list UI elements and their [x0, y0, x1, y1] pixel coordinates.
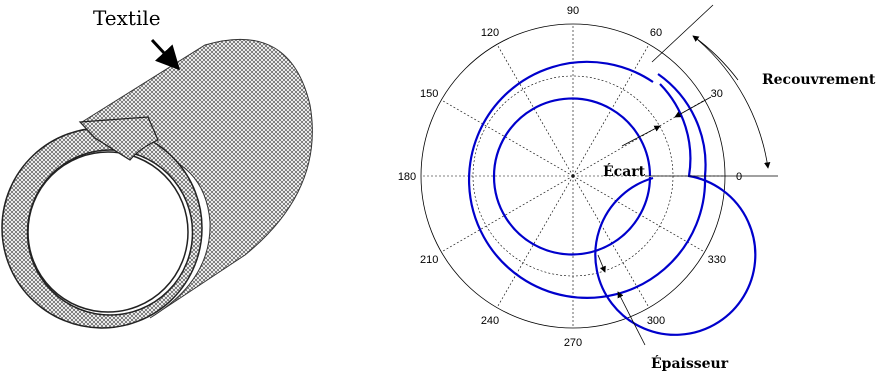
- gap-arrow-line-2: [621, 125, 661, 147]
- radial-line-330: [572, 175, 705, 253]
- textile-overlap-flap: [78, 116, 159, 161]
- angle-label-330: 330: [708, 254, 726, 266]
- gap-arrow-line: [674, 96, 712, 118]
- angle-label-150: 150: [420, 88, 438, 100]
- gap-label: Écart: [603, 162, 646, 180]
- textile-label: Textile: [93, 6, 161, 30]
- radial-grid: [421, 24, 725, 328]
- spiral-inner: [594, 83, 757, 336]
- thickness-label: Épaisseur: [651, 354, 729, 372]
- overlap-arc: [697, 39, 771, 169]
- angle-label-180: 180: [398, 171, 416, 183]
- angle-label-60: 60: [650, 27, 662, 39]
- textile-sheet: [80, 38, 313, 319]
- angle-label-90: 90: [567, 5, 579, 17]
- overlap-label: Recouvrement: [762, 72, 876, 88]
- polar-plot: 0 30 60 90 120 150 180 210 240 270 300 330 Recouvre…: [398, 4, 876, 372]
- angle-label-240: 240: [481, 315, 499, 327]
- angle-labels: 0 30 60 90 120 150 180 210 240 270 300 330: [398, 5, 742, 349]
- angle-label-0: 0: [736, 171, 742, 183]
- angle-label-120: 120: [481, 27, 499, 39]
- spiral-inner-loop: [492, 97, 652, 256]
- overlap-reference-line: [651, 4, 714, 63]
- radial-line-120: [496, 44, 574, 177]
- textile-arrow: [150, 38, 181, 71]
- overlap-arc-start: [692, 35, 739, 81]
- thickness-arrow-long: [617, 291, 646, 346]
- radial-line-240: [496, 175, 574, 308]
- angle-label-270: 270: [564, 337, 582, 349]
- angle-label-30: 30: [711, 88, 723, 100]
- angle-label-300: 300: [647, 315, 665, 327]
- roll-core: [27, 151, 189, 313]
- rolled-textile-diagram: Textile: [1, 6, 313, 329]
- spiral-outer: [468, 60, 707, 299]
- radial-line-210: [441, 175, 574, 253]
- thickness-arrow-small: [597, 254, 606, 273]
- radial-line-150: [441, 99, 574, 177]
- angle-label-210: 210: [420, 254, 438, 266]
- radial-line-300: [572, 175, 650, 308]
